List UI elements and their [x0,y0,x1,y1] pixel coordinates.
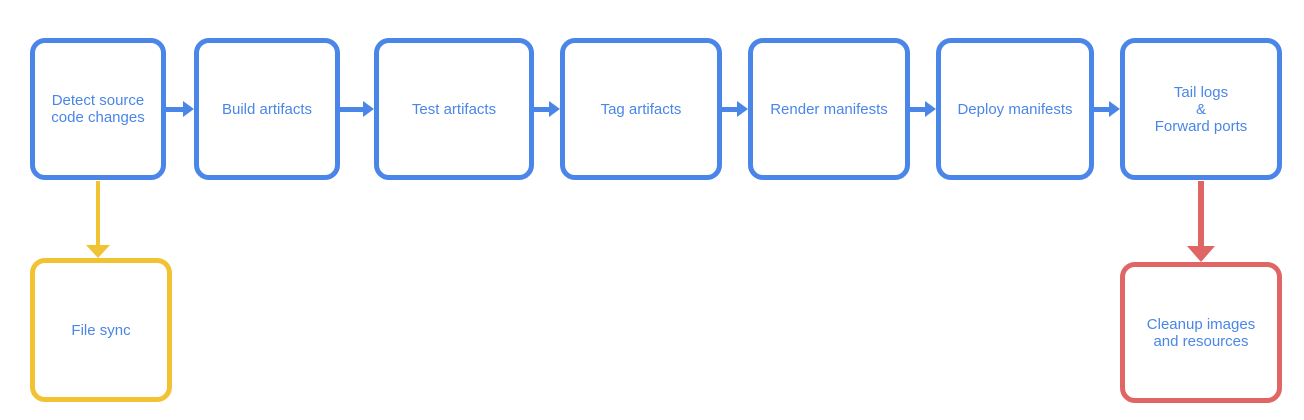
node-test-artifacts-label: Test artifacts [411,100,497,118]
node-render-manifests-label: Render manifests [770,100,888,118]
arrow-right-icon [1094,38,1120,180]
arrow-down-icon [86,181,110,258]
node-tail-logs-forward-ports-label: Tail logs & Forward ports [1154,83,1248,135]
node-cleanup-images-resources-label: Cleanup images and resources [1146,315,1256,350]
node-file-sync-label: File sync [71,321,131,339]
arrow-shaft [166,107,185,112]
node-build-artifacts: Build artifacts [194,38,340,180]
node-tag-artifacts: Tag artifacts [560,38,722,180]
arrow-head [183,101,194,117]
arrow-right-icon [534,38,560,180]
arrow-right-icon [910,38,936,180]
arrow-shaft [1094,107,1111,112]
arrow-head [363,101,374,117]
arrow-shaft [340,107,365,112]
arrow-head [1187,246,1215,262]
node-file-sync: File sync [30,258,172,402]
node-render-manifests: Render manifests [748,38,910,180]
node-detect-source-code-changes: Detect source code changes [30,38,166,180]
arrow-down-icon [1187,181,1215,262]
arrow-shaft [1198,181,1204,246]
node-detect-source-code-changes-label: Detect source code changes [51,92,145,126]
arrow-shaft [534,107,551,112]
node-tail-logs-forward-ports: Tail logs & Forward ports [1120,38,1282,180]
arrow-head [737,101,748,117]
arrow-head [86,245,110,258]
arrow-shaft [910,107,927,112]
arrow-head [549,101,560,117]
arrow-head [925,101,936,117]
node-deploy-manifests: Deploy manifests [936,38,1094,180]
node-test-artifacts: Test artifacts [374,38,534,180]
node-tag-artifacts-label: Tag artifacts [600,100,682,118]
node-cleanup-images-resources: Cleanup images and resources [1120,262,1282,403]
arrow-shaft [722,107,739,112]
arrow-shaft [96,181,100,245]
node-deploy-manifests-label: Deploy manifests [957,100,1073,118]
arrow-right-icon [722,38,748,180]
arrow-right-icon [340,38,374,180]
arrow-right-icon [166,38,194,180]
node-build-artifacts-label: Build artifacts [221,100,313,118]
arrow-head [1109,101,1120,117]
